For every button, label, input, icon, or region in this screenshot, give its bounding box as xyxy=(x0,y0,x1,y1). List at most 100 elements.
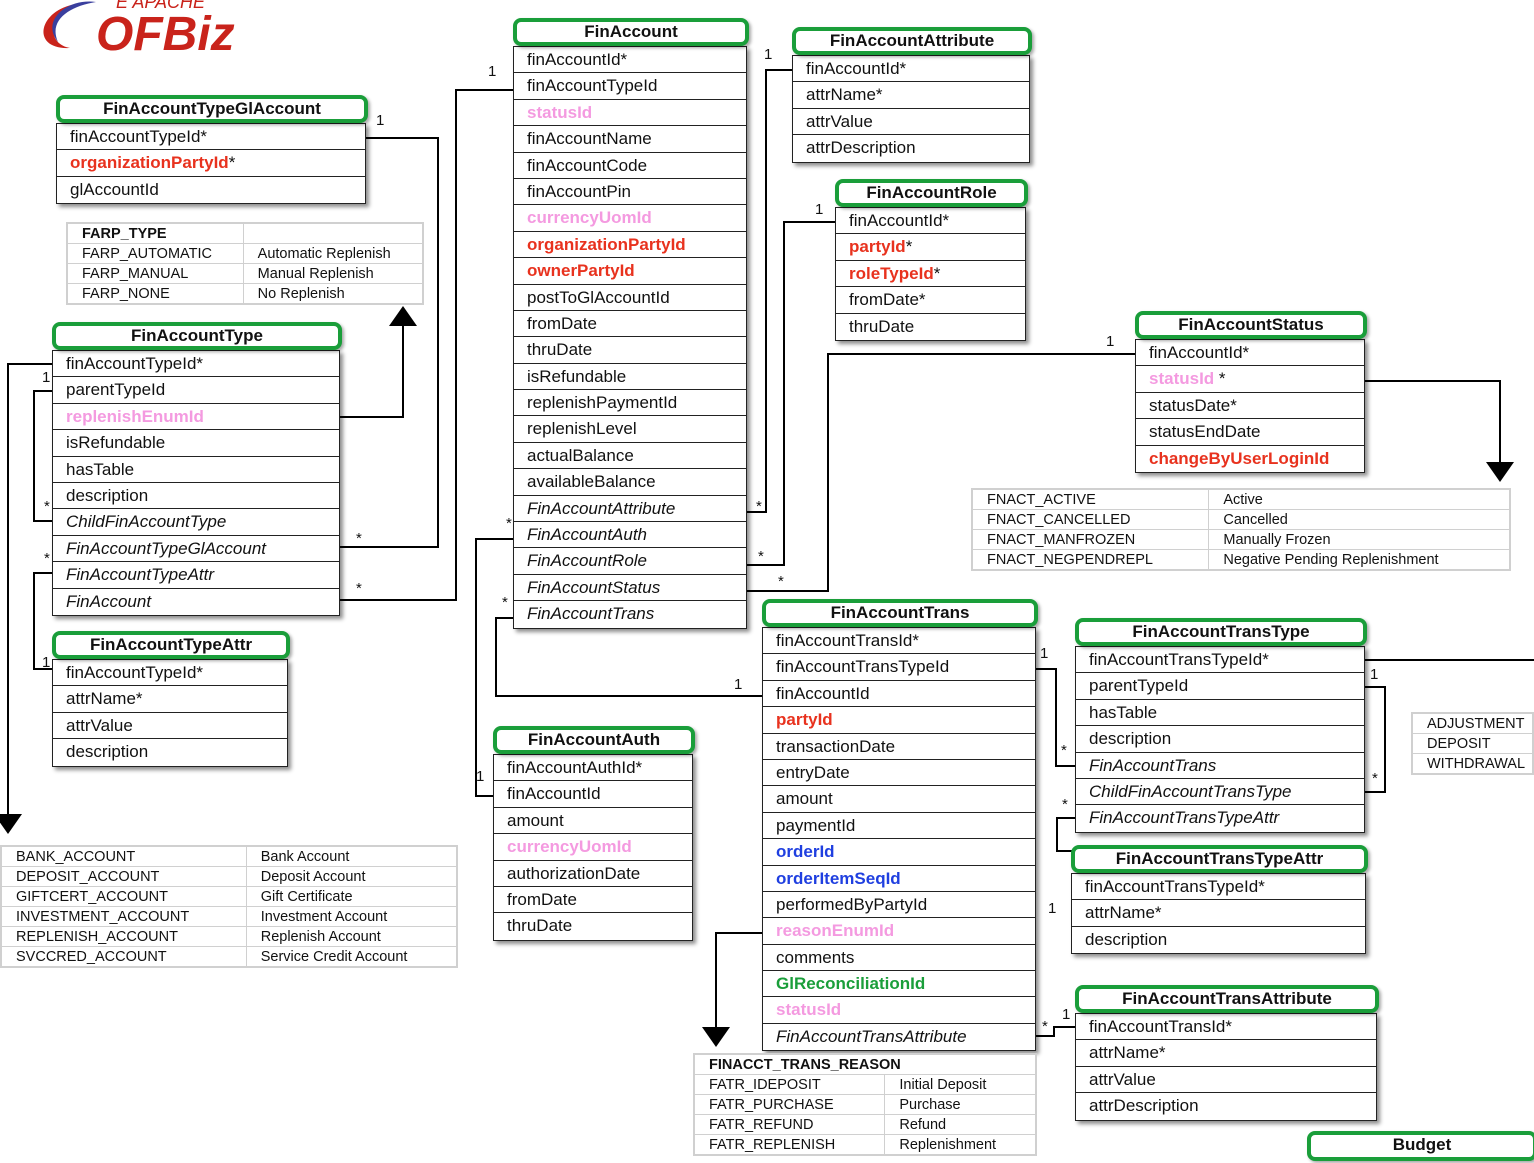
field: fromDate* xyxy=(836,287,1025,314)
enum-row: ADJUSTMENT xyxy=(1411,712,1534,734)
field: finAccountId* xyxy=(793,56,1029,83)
cardinality-one: 1 xyxy=(1062,1006,1071,1023)
relation: FinAccountTransTypeAttr xyxy=(1089,808,1280,828)
field: description xyxy=(66,742,149,762)
line-child-trans-type xyxy=(1365,686,1386,793)
cardinality-one: 1 xyxy=(1106,333,1115,350)
field: finAccountId xyxy=(494,781,692,808)
relation: FinAccountStatus xyxy=(514,575,746,602)
cardinality-one: 1 xyxy=(1048,900,1057,917)
field: entryDate xyxy=(763,760,1035,787)
field-partyid: partyId* xyxy=(836,234,1025,261)
cardinality-one: 1 xyxy=(376,112,385,129)
field: replenishLevel xyxy=(514,416,746,443)
field-currencyuomid: currencyUomId xyxy=(494,834,692,861)
field: attrValue xyxy=(53,713,287,740)
line-fa-auth xyxy=(475,538,513,797)
cardinality-one: 1 xyxy=(42,369,51,386)
cardinality-many: * xyxy=(502,594,508,611)
field: hasTable xyxy=(1076,700,1364,727)
line-trans-type-attr xyxy=(1056,817,1075,852)
cardinality-many: * xyxy=(44,550,50,567)
line-type-glaccount xyxy=(340,137,439,548)
entity-title: FinAccountTransAttribute xyxy=(1075,985,1379,1013)
entity-title: FinAccountAttribute xyxy=(792,27,1032,55)
field: finAccountAuthId* xyxy=(494,755,692,782)
field: replenishPaymentId xyxy=(514,390,746,417)
field: description xyxy=(1076,726,1364,753)
field: attrName* xyxy=(1076,1040,1376,1067)
entity-title: FinAccountTypeGlAccount xyxy=(56,95,368,123)
field: finAccountTransTypeId* xyxy=(1076,647,1364,674)
field: finAccountId* xyxy=(1136,340,1364,367)
field: thruDate xyxy=(849,316,915,336)
field: parentTypeId xyxy=(1076,673,1364,700)
ofbiz-logo: E APACHE OFBiz xyxy=(43,0,235,60)
field: finAccountId* xyxy=(514,47,746,74)
relation: FinAccountTrans xyxy=(527,604,655,624)
field: paymentId xyxy=(763,813,1035,840)
entity-title: FinAccountTypeAttr xyxy=(52,631,290,659)
field-statusid: statusId * xyxy=(1136,366,1364,393)
field: finAccountId* xyxy=(836,208,1025,235)
field: parentTypeId xyxy=(53,377,339,404)
field: attrValue xyxy=(793,109,1029,136)
field: actualBalance xyxy=(514,443,746,470)
field: finAccountTypeId* xyxy=(53,351,339,378)
cardinality-many: * xyxy=(1042,1018,1048,1035)
line-reason-enum xyxy=(702,932,762,1047)
cardinality-many: * xyxy=(1061,742,1067,759)
relation: FinAccountTypeGlAccount xyxy=(53,536,339,563)
entity-title: Budget xyxy=(1307,1131,1534,1161)
entity-title: FinAccountAuth xyxy=(493,726,695,754)
relation: ChildFinAccountTransType xyxy=(1076,779,1364,806)
field: amount xyxy=(494,808,692,835)
field: finAccountTypeId xyxy=(514,73,746,100)
field: finAccountTransId* xyxy=(1076,1014,1376,1041)
enum-row: DEPOSIT xyxy=(1411,733,1534,754)
field: statusEndDate xyxy=(1136,419,1364,446)
cardinality-one: 1 xyxy=(815,201,824,218)
cardinality-one: 1 xyxy=(1040,645,1049,662)
field: thruDate xyxy=(514,337,746,364)
svg-text:E APACHE: E APACHE xyxy=(116,0,206,12)
field: authorizationDate xyxy=(494,861,692,887)
relation: FinAccountTransAttribute xyxy=(776,1026,967,1046)
field-replenishenumid: replenishEnumId xyxy=(53,404,339,431)
cardinality-many: * xyxy=(758,548,764,565)
field: attrDescription xyxy=(1089,1096,1199,1116)
relation: FinAccountAttribute xyxy=(514,496,746,523)
field: thruDate xyxy=(507,916,573,936)
cardinality-many: * xyxy=(356,580,362,597)
relation: ChildFinAccountType xyxy=(53,509,339,536)
field: finAccountCode xyxy=(514,153,746,179)
field: description xyxy=(53,483,339,510)
field: statusDate* xyxy=(1136,393,1364,420)
field: attrName* xyxy=(1072,900,1365,927)
line-child-type xyxy=(33,390,52,522)
field: finAccountId xyxy=(763,681,1035,708)
line-fa-role xyxy=(746,221,835,566)
enum-row: WITHDRAWAL xyxy=(1411,753,1534,775)
cardinality-one: 1 xyxy=(42,654,51,671)
field: finAccountTransTypeId xyxy=(763,654,1035,681)
field: postToGlAccountId xyxy=(514,285,746,311)
field-glreconciliationid: GlReconciliationId xyxy=(763,971,1035,998)
field-statusid: statusId xyxy=(514,100,746,127)
field: attrName* xyxy=(793,82,1029,109)
field: attrDescription xyxy=(806,138,916,158)
svg-text:OFBiz: OFBiz xyxy=(96,8,235,60)
relation: FinAccountAuth xyxy=(514,522,746,549)
